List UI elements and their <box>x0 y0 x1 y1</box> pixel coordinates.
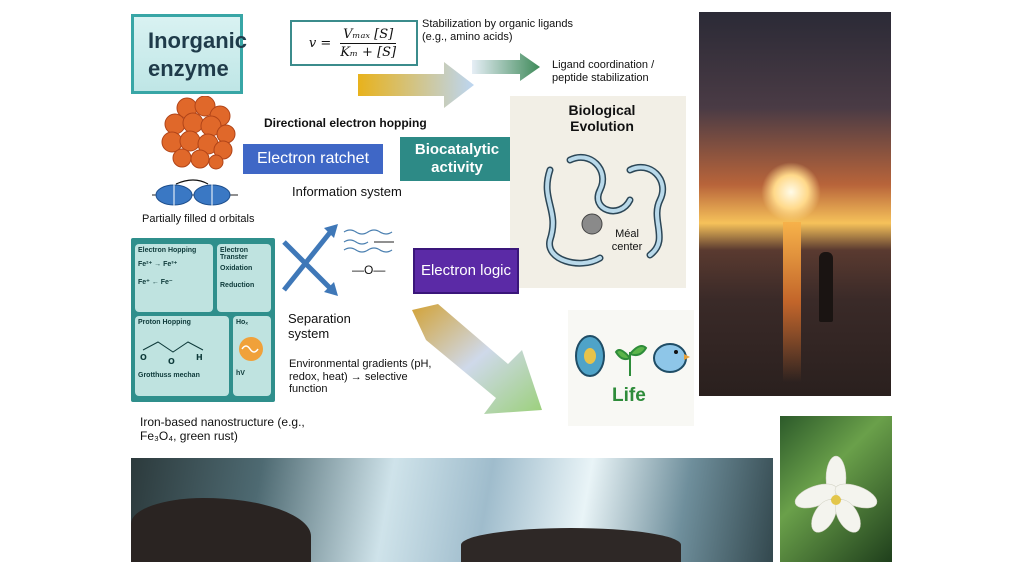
d-orbitals-icon <box>152 179 238 206</box>
nanocluster-icon <box>161 96 236 170</box>
gradient-arrow-diagonal <box>412 304 542 414</box>
sun-icon <box>761 162 821 222</box>
oxidation-label: Oxidation <box>220 265 253 272</box>
svg-text:O: O <box>140 353 147 362</box>
ligand-coordination-label: Ligand coordination / peptide stabilizat… <box>552 59 655 84</box>
svg-text:O: O <box>168 357 175 366</box>
bio-evolution-label: Biological Evolution <box>568 102 636 135</box>
formula-lhs: v = <box>308 35 332 51</box>
electron-ratchet-box: Electron ratchet <box>243 144 383 174</box>
proton-cell: Proton Hopping O O H Grotthuss mechan <box>135 316 229 396</box>
mechanism-panel: Electron Hopping Fe²⁺ → Fe³⁺ Fe⁺ ← Fe⁻ E… <box>131 238 275 402</box>
hv-label: hV <box>236 370 245 377</box>
gradient-arrow-green <box>472 53 540 81</box>
life-label: Life <box>612 385 646 406</box>
wave-lines-icon <box>343 229 394 253</box>
molecule-label: —O— <box>352 263 386 277</box>
metal-center-label: Méal center <box>611 228 643 253</box>
proton-title: Proton Hopping <box>138 319 191 326</box>
fe-plus-label: Fe⁺ <box>138 279 150 286</box>
transfer-cell: Electron Transter Oxidation Reduction <box>217 244 271 312</box>
grotthuss-label: Grotthuss mechan <box>138 372 200 379</box>
info-system-label: Information system <box>292 184 402 200</box>
iron-nanostructure-label: Iron-based nanostructure (e.g., Fe₃O₄, g… <box>140 415 305 443</box>
magnolia-photo <box>780 416 892 562</box>
orbitals-label: Partially filled d orbitals <box>142 213 255 225</box>
info-system-text: Information system <box>292 184 402 199</box>
fe2-label: Fe²⁺ <box>138 261 153 268</box>
flower-icon <box>794 455 878 533</box>
protein-icon <box>543 153 667 267</box>
sunset-photo <box>699 12 891 396</box>
hopping-cell: Electron Hopping Fe²⁺ → Fe³⁺ Fe⁺ ← Fe⁻ <box>135 244 213 312</box>
ho-label: Hoₓ <box>236 319 248 326</box>
light-wave-icon <box>239 337 263 361</box>
rock-left <box>131 498 311 562</box>
environment-label: Environmental gradients (pH, redox, heat… <box>289 358 432 396</box>
reduction-label: Reduction <box>220 282 255 289</box>
crossing-arrows <box>282 224 338 296</box>
sun-reflection <box>783 222 801 382</box>
transfer-title: Electron Transter <box>220 247 249 261</box>
fe-row-1: Fe²⁺ → Fe³⁺ <box>138 261 178 268</box>
person-silhouette <box>819 252 833 322</box>
fe-row-2: Fe⁺ ← Fe⁻ <box>138 279 173 286</box>
inorganic-enzyme-title: Inorganic enzyme <box>131 14 247 94</box>
michaelis-menten-formula: v = Vₘₐₓ [S] Kₘ + [S] <box>290 20 418 66</box>
formula-numerator: Vₘₐₓ [S] <box>340 27 397 44</box>
biocatalytic-box: Biocatalytic activity <box>400 137 514 181</box>
electron-logic-box: Electron logic <box>413 248 519 294</box>
stabilization-label: Stabilization by organic ligands (e.g., … <box>422 18 574 43</box>
rock-center <box>461 528 681 562</box>
formula-fraction: Vₘₐₓ [S] Kₘ + [S] <box>337 27 399 60</box>
hopping-title: Electron Hopping <box>138 247 197 254</box>
fe3-label: Fe³⁺ <box>163 261 178 268</box>
ocean-photo <box>131 458 773 562</box>
fe-minus-label: Fe⁻ <box>160 279 173 286</box>
svg-text:H: H <box>196 353 203 362</box>
formula-denominator: Kₘ + [S] <box>340 44 397 60</box>
light-cell: Hoₓ hV <box>233 316 271 396</box>
sep-system-label: Separation system <box>288 311 351 341</box>
life-icons <box>575 335 690 377</box>
gradient-arrow-top <box>358 62 474 108</box>
directional-hopping-label: Directional electron hopping <box>264 116 427 130</box>
